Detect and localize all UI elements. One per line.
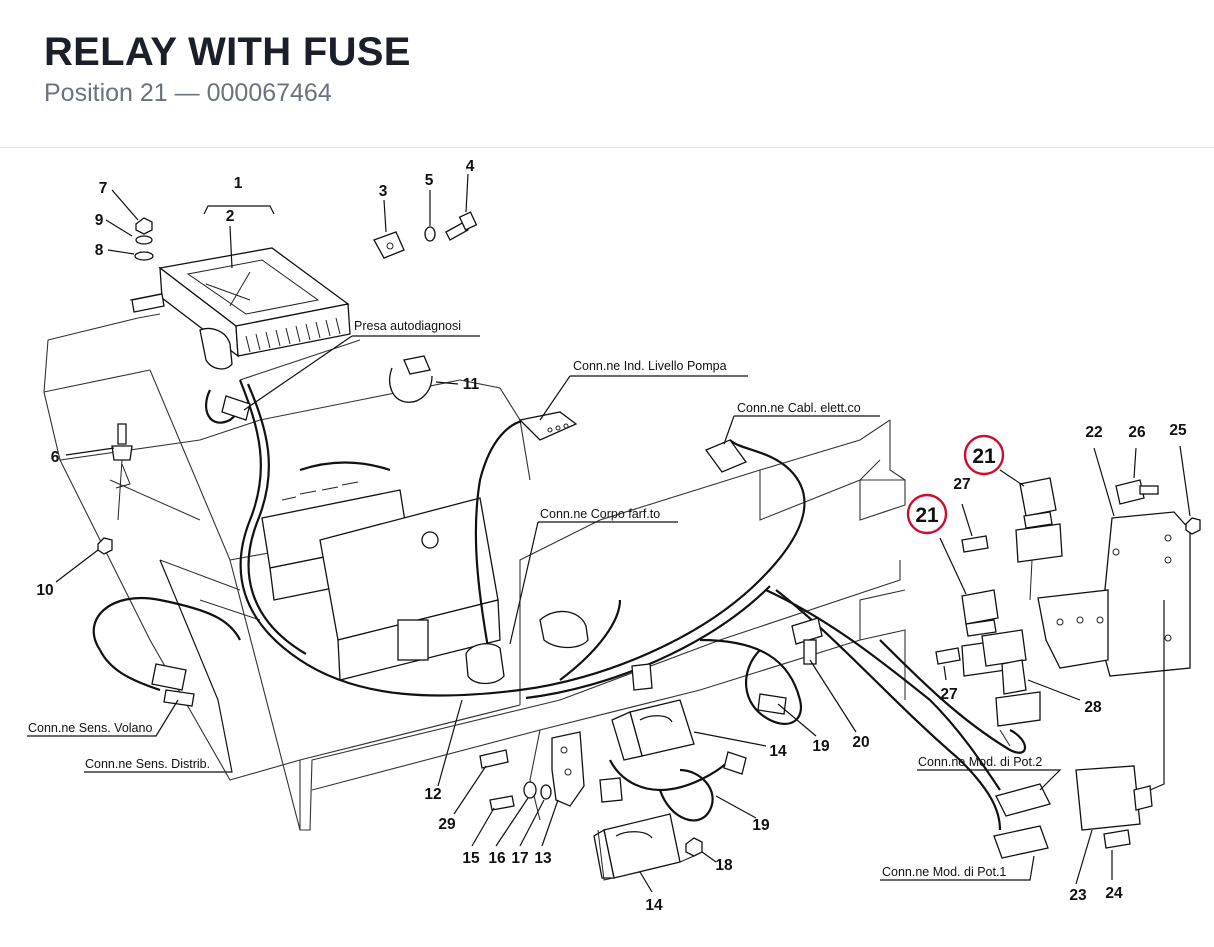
callout-26[interactable]: 26	[1128, 424, 1146, 441]
highlight-circle-upper	[963, 434, 1005, 476]
label-conn-corpo-farf: Conn.ne Corpo farf.to	[540, 507, 660, 521]
fasteners-top	[97, 211, 478, 555]
connectors	[151, 395, 1051, 859]
relay-assembly	[935, 477, 1201, 849]
label-conn-mod-pot-1: Conn.ne Mod. di Pot.1	[882, 865, 1006, 879]
ecu-control-unit	[131, 247, 351, 370]
callout-1[interactable]: 1	[234, 175, 243, 192]
callout-25[interactable]: 25	[1169, 422, 1187, 439]
ignition-coils	[479, 699, 703, 881]
callout-13[interactable]: 13	[534, 850, 552, 867]
callout-16[interactable]: 16	[488, 850, 506, 867]
callout-7[interactable]: 7	[99, 180, 108, 197]
label-conn-livello-pompa: Conn.ne Ind. Livello Pompa	[573, 359, 727, 373]
callout-11[interactable]: 11	[463, 376, 480, 393]
callout-numbers: 1 2 3 4 5 6 7 8 9 10 11 12 14 14 15 16 1…	[36, 158, 1187, 914]
exploded-parts-diagram: 21 21 1 2 3 4 5 6 7 8 9 10 11 12 14 14 1…	[27, 158, 1201, 914]
subtitle-separator: —	[174, 79, 200, 107]
page-header: RELAY WITH FUSE Position 21 — 000067464	[0, 0, 1214, 148]
connector-labels: Presa autodiagnosi Conn.ne Ind. Livello …	[28, 319, 1042, 879]
callout-24[interactable]: 24	[1105, 885, 1123, 902]
callout-19-lower[interactable]: 19	[752, 817, 770, 834]
leader-lines	[27, 173, 1191, 893]
label-conn-cabl-elett: Conn.ne Cabl. elett.co	[737, 401, 861, 415]
callout-28[interactable]: 28	[1084, 699, 1102, 716]
callout-29[interactable]: 29	[438, 816, 456, 833]
label-conn-sens-volano: Conn.ne Sens. Volano	[28, 721, 152, 735]
callout-10[interactable]: 10	[36, 582, 53, 599]
page-title: RELAY WITH FUSE	[44, 30, 411, 74]
callout-2[interactable]: 2	[226, 208, 235, 225]
callout-20[interactable]: 20	[852, 734, 869, 751]
callout-3[interactable]: 3	[379, 183, 388, 200]
callout-4[interactable]: 4	[466, 158, 475, 175]
wiring-harness	[92, 379, 1026, 831]
callout-12[interactable]: 12	[424, 786, 441, 803]
battery	[261, 481, 501, 681]
callout-21-lower[interactable]: 21	[915, 504, 939, 527]
callout-27-upper[interactable]: 27	[953, 476, 970, 493]
callout-23[interactable]: 23	[1069, 887, 1087, 904]
callout-18[interactable]: 18	[715, 857, 733, 874]
label-conn-mod-pot-2: Conn.ne Mod. di Pot.2	[918, 755, 1042, 769]
callout-5[interactable]: 5	[425, 172, 434, 189]
callout-19-upper[interactable]: 19	[812, 738, 830, 755]
callout-27-lower[interactable]: 27	[940, 686, 957, 703]
callout-17[interactable]: 17	[511, 850, 528, 867]
callout-14-lower[interactable]: 14	[645, 897, 663, 914]
part-number: 000067464	[206, 79, 332, 107]
callout-6[interactable]: 6	[51, 449, 60, 466]
callout-9[interactable]: 9	[95, 212, 104, 229]
position-label: Position 21	[44, 79, 168, 107]
callout-15[interactable]: 15	[462, 850, 480, 867]
callout-22[interactable]: 22	[1085, 424, 1102, 441]
label-presa-autodiagnosi: Presa autodiagnosi	[354, 319, 461, 333]
callout-14-upper[interactable]: 14	[769, 743, 787, 760]
label-conn-sens-distrib: Conn.ne Sens. Distrib.	[85, 757, 210, 771]
highlight-circle-lower	[906, 493, 948, 535]
callout-8[interactable]: 8	[95, 242, 104, 259]
page-subtitle: Position 21 — 000067464	[44, 79, 332, 108]
callout-21-upper[interactable]: 21	[972, 445, 996, 468]
